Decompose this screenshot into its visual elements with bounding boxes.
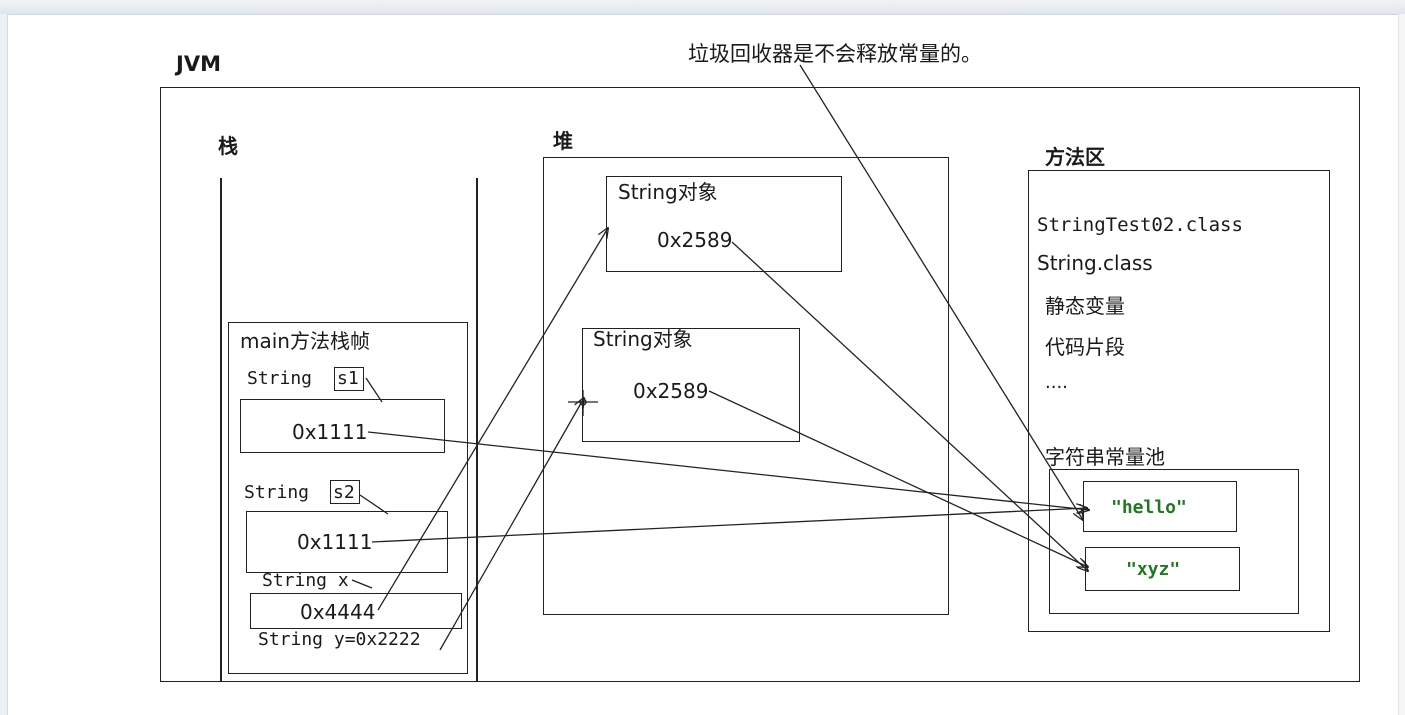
stack-left-wall [220, 178, 222, 682]
s1-name: s1 [337, 368, 359, 389]
method-area-label: 方法区 [1045, 145, 1105, 169]
x-value-box [250, 593, 462, 629]
heap-object-2 [582, 328, 800, 442]
s1-value: 0x1111 [292, 420, 368, 444]
heap-label: 堆 [553, 129, 573, 153]
s2-type: String [244, 482, 310, 503]
s2-name-box [330, 480, 360, 504]
right-window-edge [1398, 14, 1405, 715]
left-window-edge [0, 14, 8, 715]
y-declaration: String y=0x2222 [258, 629, 421, 650]
heap-object-2-value: 0x2589 [633, 379, 709, 403]
jvm-box [160, 87, 1360, 682]
stack-right-wall [476, 178, 478, 682]
window-top-bar [0, 0, 1405, 15]
heap1-to-xyz-arrow [731, 241, 1088, 571]
y-to-heap2-arrow [439, 398, 584, 651]
x-to-heap1-arrow [377, 228, 608, 611]
constant-xyz: "xyz" [1126, 559, 1181, 580]
main-stack-frame [228, 322, 468, 674]
s2-name: s2 [333, 482, 355, 503]
s2-to-hello-arrow [371, 508, 1087, 543]
method-item-code: 代码片段 [1045, 335, 1125, 359]
method-item-ellipsis: .... [1045, 372, 1068, 393]
string-pool-box [1049, 469, 1299, 614]
s1-value-box [240, 399, 445, 453]
heap-object-1-title: String对象 [618, 180, 718, 204]
annotation-pointer [799, 64, 1083, 520]
heap-box [543, 157, 949, 615]
x-value: 0x4444 [300, 600, 376, 624]
method-item-string-class: String.class [1037, 251, 1153, 275]
s2-leader [359, 494, 389, 515]
method-item-teststring-class: StringTest02.class [1037, 214, 1243, 236]
s2-value-box [246, 511, 448, 573]
heap-object-2-title: String对象 [593, 327, 693, 351]
heap2-to-xyz-arrow [708, 390, 1088, 567]
s1-to-hello-arrow [367, 431, 1089, 510]
heap-object-1-value: 0x2589 [657, 228, 733, 252]
x-leader [351, 579, 373, 589]
s1-name-box [334, 367, 364, 391]
method-item-static-vars: 静态变量 [1045, 294, 1125, 318]
frame-title: main方法栈帧 [240, 329, 370, 353]
constant-hello: "hello" [1111, 497, 1187, 518]
method-area-box [1028, 170, 1330, 632]
jvm-label: JVM [176, 52, 221, 76]
cursor-crosshair [568, 390, 598, 416]
s1-type: String [247, 368, 313, 389]
heap-object-1 [606, 176, 842, 272]
gc-annotation: 垃圾回收器是不会释放常量的。 [688, 42, 982, 66]
s1-leader [365, 377, 383, 403]
stack-label: 栈 [218, 134, 238, 158]
x-declaration: String x [262, 570, 349, 591]
string-pool-label: 字符串常量池 [1045, 445, 1165, 469]
s2-value: 0x1111 [297, 530, 373, 554]
